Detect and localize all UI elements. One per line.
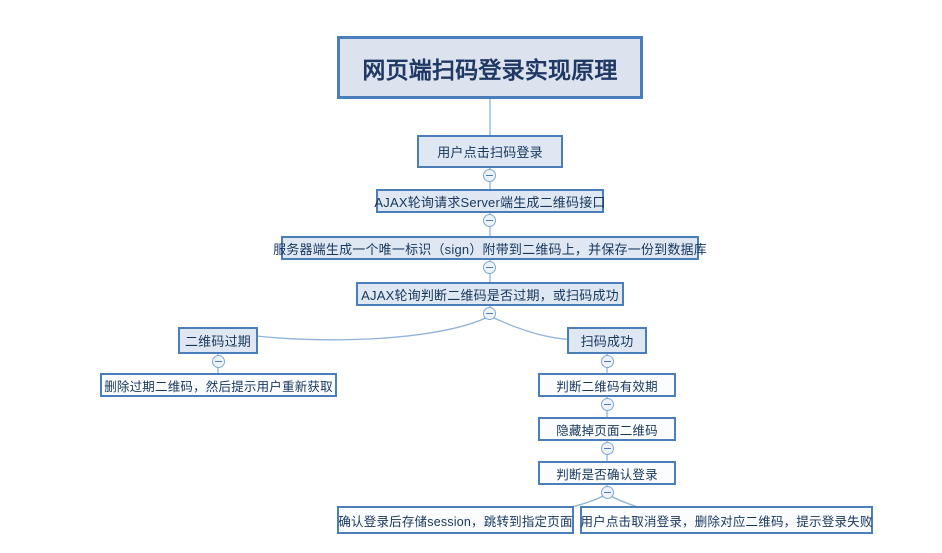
- node-confirm-login-store-session-label: 确认登录后存储session，跳转到指定页面: [338, 514, 573, 529]
- node-delete-expired-qrcode-label: 删除过期二维码，然后提示用户重新获取: [104, 379, 333, 394]
- node-server-generate-sign[interactable]: 服务器端生成一个唯一标识（sign）附带到二维码上，并保存一份到数据库: [273, 236, 707, 260]
- collapse-toggle-step2[interactable]: [483, 214, 496, 227]
- node-check-login-confirmed[interactable]: 判断是否确认登录: [538, 461, 676, 485]
- collapse-toggle-qrcode-expired[interactable]: [212, 355, 225, 368]
- node-ajax-poll-check-expire-or-success-label: AJAX轮询判断二维码是否过期，或扫码成功: [361, 287, 619, 303]
- collapse-toggle-check-login-confirmed[interactable]: [601, 486, 614, 499]
- node-confirm-login-store-session[interactable]: 确认登录后存储session，跳转到指定页面: [337, 506, 574, 534]
- node-root-title-label: 网页端扫码登录实现原理: [362, 56, 618, 83]
- node-ajax-poll-check-expire-or-success[interactable]: AJAX轮询判断二维码是否过期，或扫码成功: [356, 282, 624, 306]
- node-hide-page-qrcode[interactable]: 隐藏掉页面二维码: [538, 417, 676, 441]
- collapse-toggle-hide-page-qrcode[interactable]: [601, 442, 614, 455]
- node-check-qrcode-validity-label: 判断二维码有效期: [556, 379, 658, 394]
- node-scan-success-label: 扫码成功: [580, 334, 634, 349]
- collapse-toggle-step3[interactable]: [483, 261, 496, 274]
- node-cancel-login-delete-qrcode[interactable]: 用户点击取消登录，删除对应二维码，提示登录失败: [580, 506, 873, 534]
- node-check-qrcode-validity[interactable]: 判断二维码有效期: [538, 373, 676, 397]
- node-user-click-scan-login-label: 用户点击扫码登录: [437, 145, 543, 160]
- collapse-toggle-check-qrcode-validity[interactable]: [601, 398, 614, 411]
- connector-step4-to-expired: [217, 315, 491, 341]
- node-hide-page-qrcode-label: 隐藏掉页面二维码: [556, 423, 658, 438]
- collapse-toggle-step4[interactable]: [483, 307, 496, 320]
- node-qrcode-expired[interactable]: 二维码过期: [178, 327, 258, 354]
- collapse-toggle-scan-success[interactable]: [601, 355, 614, 368]
- node-check-login-confirmed-label: 判断是否确认登录: [556, 467, 658, 482]
- node-ajax-poll-request-qrcode-api[interactable]: AJAX轮询请求Server端生成二维码接口: [374, 189, 606, 213]
- node-user-click-scan-login[interactable]: 用户点击扫码登录: [417, 135, 563, 168]
- node-root-title[interactable]: 网页端扫码登录实现原理: [337, 36, 643, 99]
- node-qrcode-expired-label: 二维码过期: [184, 334, 251, 349]
- node-cancel-login-delete-qrcode-label: 用户点击取消登录，删除对应二维码，提示登录失败: [580, 514, 873, 529]
- node-ajax-poll-request-qrcode-api-label: AJAX轮询请求Server端生成二维码接口: [374, 194, 606, 210]
- node-scan-success[interactable]: 扫码成功: [567, 327, 647, 354]
- node-server-generate-sign-label: 服务器端生成一个唯一标识（sign）附带到二维码上，并保存一份到数据库: [273, 241, 707, 257]
- collapse-toggle-step1[interactable]: [483, 169, 496, 182]
- node-delete-expired-qrcode[interactable]: 删除过期二维码，然后提示用户重新获取: [100, 373, 337, 397]
